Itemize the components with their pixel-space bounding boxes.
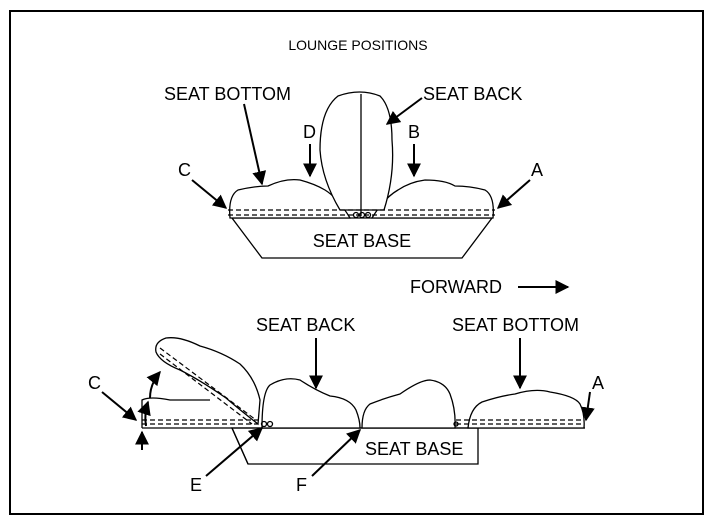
bottom-label-seat-bottom: SEAT BOTTOM — [452, 315, 579, 335]
top-right-cushion — [370, 179, 494, 219]
arrow-seat-back-top — [385, 97, 423, 125]
bottom-label-a: A — [592, 373, 604, 393]
top-label-b: B — [408, 122, 420, 142]
arrow-tilt-up-2 — [137, 400, 151, 427]
top-left-cushion — [229, 178, 352, 219]
top-seat-back-shape — [319, 91, 394, 211]
top-label-d: D — [303, 122, 316, 142]
top-label-c: C — [178, 160, 191, 180]
arrow-a-bottom — [580, 391, 595, 422]
bottom-seat-bottom-cushion — [467, 389, 585, 429]
bottom-middle-cushion — [361, 379, 456, 429]
bottom-label-seat-back: SEAT BACK — [256, 315, 355, 335]
bottom-label-e: E — [190, 475, 202, 495]
bottom-label-c: C — [88, 373, 101, 393]
bottom-seat-back-cushion — [261, 378, 361, 429]
top-label-a: A — [531, 160, 543, 180]
bottom-seat-assembly — [141, 337, 585, 465]
arrow-c-bottom — [101, 391, 138, 421]
arrow-e — [205, 427, 264, 477]
top-seat-assembly — [228, 91, 495, 259]
bottom-label-seat-base: SEAT BASE — [365, 439, 463, 459]
arrow-c-top — [191, 179, 228, 209]
diagram-title: LOUNGE POSITIONS — [288, 37, 427, 53]
bottom-tilted-cushion — [155, 337, 261, 426]
arrow-tilt-up-1 — [146, 370, 161, 399]
arrow-a-top — [496, 179, 531, 209]
top-label-seat-base: SEAT BASE — [313, 231, 411, 251]
arrow-f — [311, 429, 362, 477]
top-label-seat-back: SEAT BACK — [423, 84, 522, 104]
bottom-label-f: F — [296, 475, 307, 495]
arrow-seat-bottom-top — [243, 103, 267, 186]
forward-label: FORWARD — [410, 277, 502, 297]
top-label-seat-bottom: SEAT BOTTOM — [164, 84, 291, 104]
